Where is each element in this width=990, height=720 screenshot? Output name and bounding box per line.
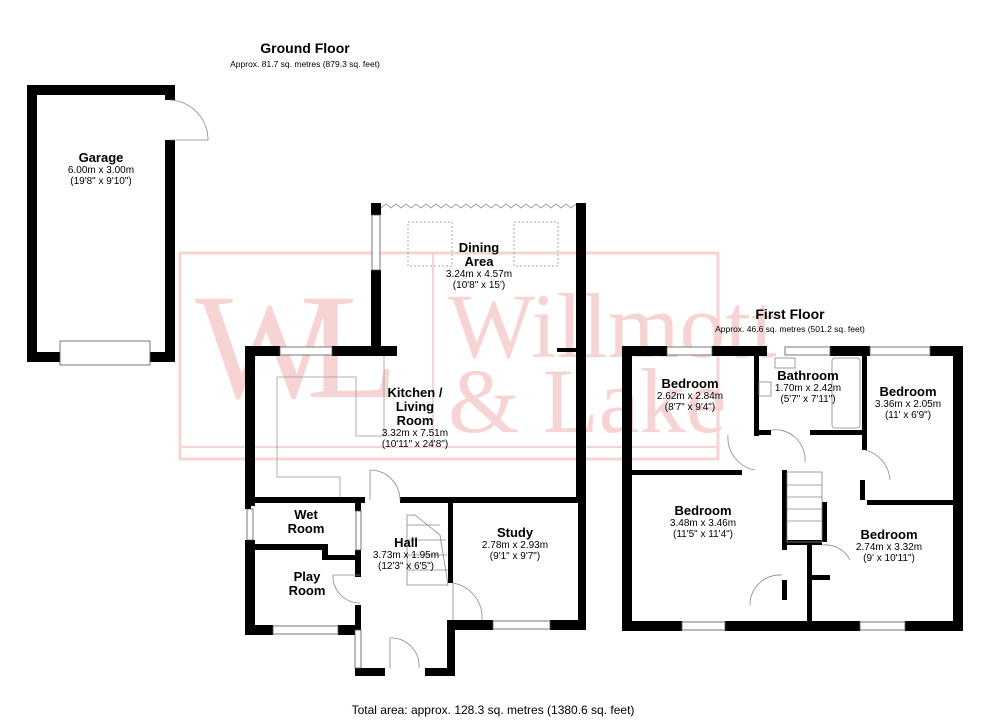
- room-name: Bedroom: [661, 376, 719, 391]
- room-name: Bedroom: [879, 384, 937, 399]
- first-floor-walls: [622, 346, 963, 631]
- room-dims-metric: 6.00m x 3.00m: [67, 165, 135, 176]
- room-dims-imperial: (9' x 10'11"): [863, 553, 915, 564]
- room-name: Bedroom: [860, 527, 918, 542]
- room-dims-imperial: (8'7" x 9'4"): [664, 402, 716, 413]
- room-dims-metric: 2.78m x 2.93m: [481, 540, 549, 551]
- room-name: Bathroom: [777, 368, 839, 383]
- room-dims-imperial: (5'7" x 7'11"): [780, 394, 836, 405]
- room-bedroom-2: Bedroom 3.36m x 2.05m (11' x 6'9"): [874, 384, 942, 422]
- stairs: [406, 471, 823, 586]
- room-wet-room: Wet Room: [288, 508, 325, 536]
- room-dims-metric: 1.70m x 2.42m: [774, 383, 842, 394]
- room-dims-imperial: (11'5" x 11'4"): [672, 529, 734, 540]
- room-dims-metric: 3.36m x 2.05m: [874, 399, 942, 410]
- room-garage: Garage 6.00m x 3.00m (19'8" x 9'10"): [67, 150, 135, 188]
- room-dims-metric: 2.74m x 3.32m: [855, 542, 923, 553]
- garage-walls: [27, 85, 175, 362]
- room-name: Garage: [78, 150, 124, 165]
- dining-walls: [371, 203, 586, 503]
- ground-floor-area: Approx. 81.7 sq. metres (879.3 sq. feet): [230, 59, 380, 69]
- room-dining-area: Dining Area 3.24m x 4.57m (10'8" x 15'): [445, 240, 513, 292]
- room-bedroom-3: Bedroom 3.48m x 3.46m (11'5" x 11'4"): [669, 503, 737, 541]
- room-play-room: Play Room: [289, 570, 326, 598]
- room-dims-imperial: (19'8" x 9'10"): [70, 176, 132, 187]
- door-swings: [169, 99, 891, 669]
- kitchen-walls: [245, 346, 586, 506]
- room-dims-imperial: (10'11" x 24'8"): [381, 439, 449, 450]
- room-dims-metric: 2.62m x 2.84m: [656, 391, 724, 402]
- ground-floor-title: Ground Floor: [260, 40, 350, 56]
- room-dims-metric: 3.32m x 7.51m: [381, 428, 449, 439]
- room-name: Dining Area: [458, 240, 500, 269]
- first-floor-title: First Floor: [755, 306, 825, 322]
- room-name: Study: [496, 525, 534, 540]
- bathroom-fixtures: [758, 357, 861, 429]
- watermark-line1: Willmott: [448, 275, 777, 377]
- windows: [59, 214, 931, 669]
- room-bedroom-4: Bedroom 2.74m x 3.32m (9' x 10'11"): [855, 527, 923, 565]
- room-hall: Hall 3.73m x 1.95m (12'3" x 6'5"): [372, 535, 440, 573]
- room-dims-imperial: (11' x 6'9"): [884, 410, 932, 421]
- watermark-line2: & Lake: [448, 350, 727, 452]
- kitchen-counters: [276, 356, 385, 497]
- study-walls: [448, 497, 586, 630]
- room-bathroom: Bathroom 1.70m x 2.42m (5'7" x 7'11"): [774, 368, 842, 406]
- room-dims-metric: 3.48m x 3.46m: [669, 518, 737, 529]
- skylights: [407, 221, 559, 267]
- lower-left-walls: [245, 497, 455, 676]
- room-name: Hall: [394, 535, 418, 550]
- room-bedroom-1: Bedroom 2.62m x 2.84m (8'7" x 9'4"): [656, 376, 724, 414]
- room-dims-metric: 3.73m x 1.95m: [372, 550, 440, 561]
- room-study: Study 2.78m x 2.93m (9'1" x 9'7"): [481, 525, 549, 563]
- room-kitchen-living: Kitchen / Living Room 3.32m x 7.51m (10'…: [381, 385, 449, 451]
- room-name: Play Room: [288, 569, 326, 598]
- room-dims-imperial: (12'3" x 6'5"): [378, 561, 434, 572]
- room-dims-metric: 3.24m x 4.57m: [445, 269, 513, 280]
- first-floor-area: Approx. 46.6 sq. metres (501.2 sq. feet): [715, 324, 865, 334]
- room-dims-imperial: (9'1" x 9'7"): [489, 551, 541, 562]
- room-name: Wet Room: [287, 507, 325, 536]
- room-name: Bedroom: [674, 503, 732, 518]
- total-area: Total area: approx. 128.3 sq. metres (13…: [351, 703, 635, 717]
- bifold-doors: [380, 203, 577, 209]
- room-name: Kitchen / Living Room: [387, 385, 443, 428]
- room-dims-imperial: (10'8" x 15'): [452, 280, 506, 291]
